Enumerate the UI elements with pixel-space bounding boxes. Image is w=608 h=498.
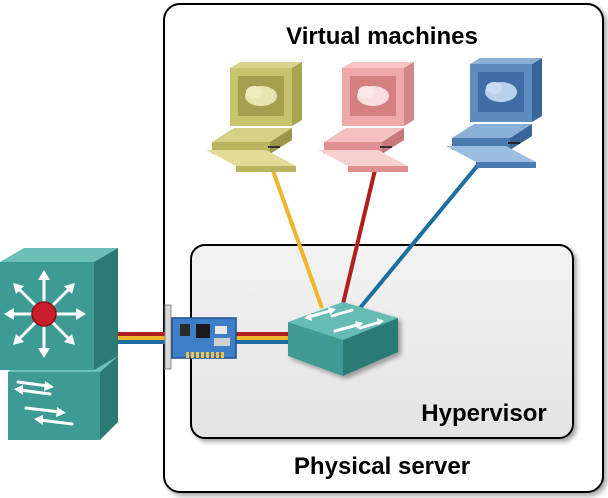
virtual-switch-icon	[288, 302, 398, 376]
computer-icon-pink	[318, 62, 414, 172]
vm-blue-link	[358, 163, 480, 310]
vm-pink-link	[340, 169, 377, 309]
trunk-link	[112, 332, 296, 344]
hypervisor-label: Hypervisor	[421, 400, 546, 427]
core-switch-icon	[0, 248, 118, 440]
computer-icon-blue	[446, 58, 542, 168]
virtual-machines-label: Virtual machines	[286, 23, 478, 50]
physical-server-label: Physical server	[294, 453, 470, 480]
nic-card-icon	[164, 304, 237, 370]
computer-icon-yellow	[206, 62, 302, 172]
vm-yellow-link	[270, 167, 324, 309]
